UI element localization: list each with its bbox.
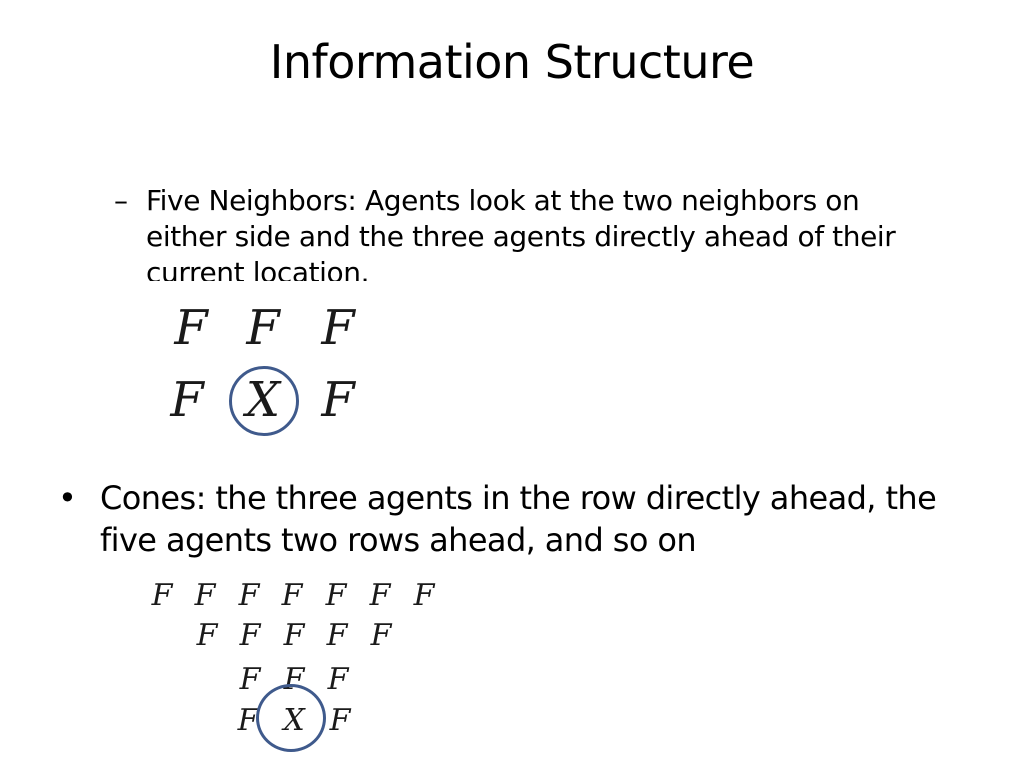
grid-cell-f: F — [174, 300, 208, 356]
grid-cell-f: F — [327, 662, 349, 697]
grid-cell-f: F — [325, 578, 347, 613]
grid-cell-f: F — [238, 578, 260, 613]
bullet-marker: • — [58, 479, 77, 517]
grid-cell-f: F — [194, 578, 216, 613]
grid-cell-f: F — [326, 618, 348, 653]
grid-cell-f: F — [239, 662, 261, 697]
dash-bullet-marker: – — [114, 184, 128, 217]
sub-bullet-five-neighbors: – Five Neighbors: Agents look at the two… — [114, 183, 944, 281]
current-agent-circle — [256, 684, 326, 752]
bullet-text: Cones: the three agents in the row direc… — [100, 479, 937, 559]
grid-cell-f: F — [196, 618, 218, 653]
grid-cell-f: F — [283, 618, 305, 653]
grid-cell-f: F — [246, 300, 280, 356]
grid-cell-f: F — [329, 703, 351, 738]
slide-title: Information Structure — [269, 35, 755, 89]
grid-cell-f: F — [281, 578, 303, 613]
grid-cell-f: F — [239, 618, 261, 653]
grid-cell-f: F — [151, 578, 173, 613]
sub-bullet-text: Five Neighbors: Agents look at the two n… — [146, 184, 896, 281]
grid-cell-f: F — [321, 372, 355, 428]
bullet-cones: • Cones: the three agents in the row dir… — [58, 477, 978, 561]
grid-cell-f: F — [369, 578, 391, 613]
grid-cell-f: F — [170, 372, 204, 428]
grid-cell-f: F — [237, 703, 259, 738]
grid-cell-f: F — [413, 578, 435, 613]
grid-cell-f: F — [370, 618, 392, 653]
current-agent-circle — [229, 366, 299, 436]
grid-cell-f: F — [321, 300, 355, 356]
